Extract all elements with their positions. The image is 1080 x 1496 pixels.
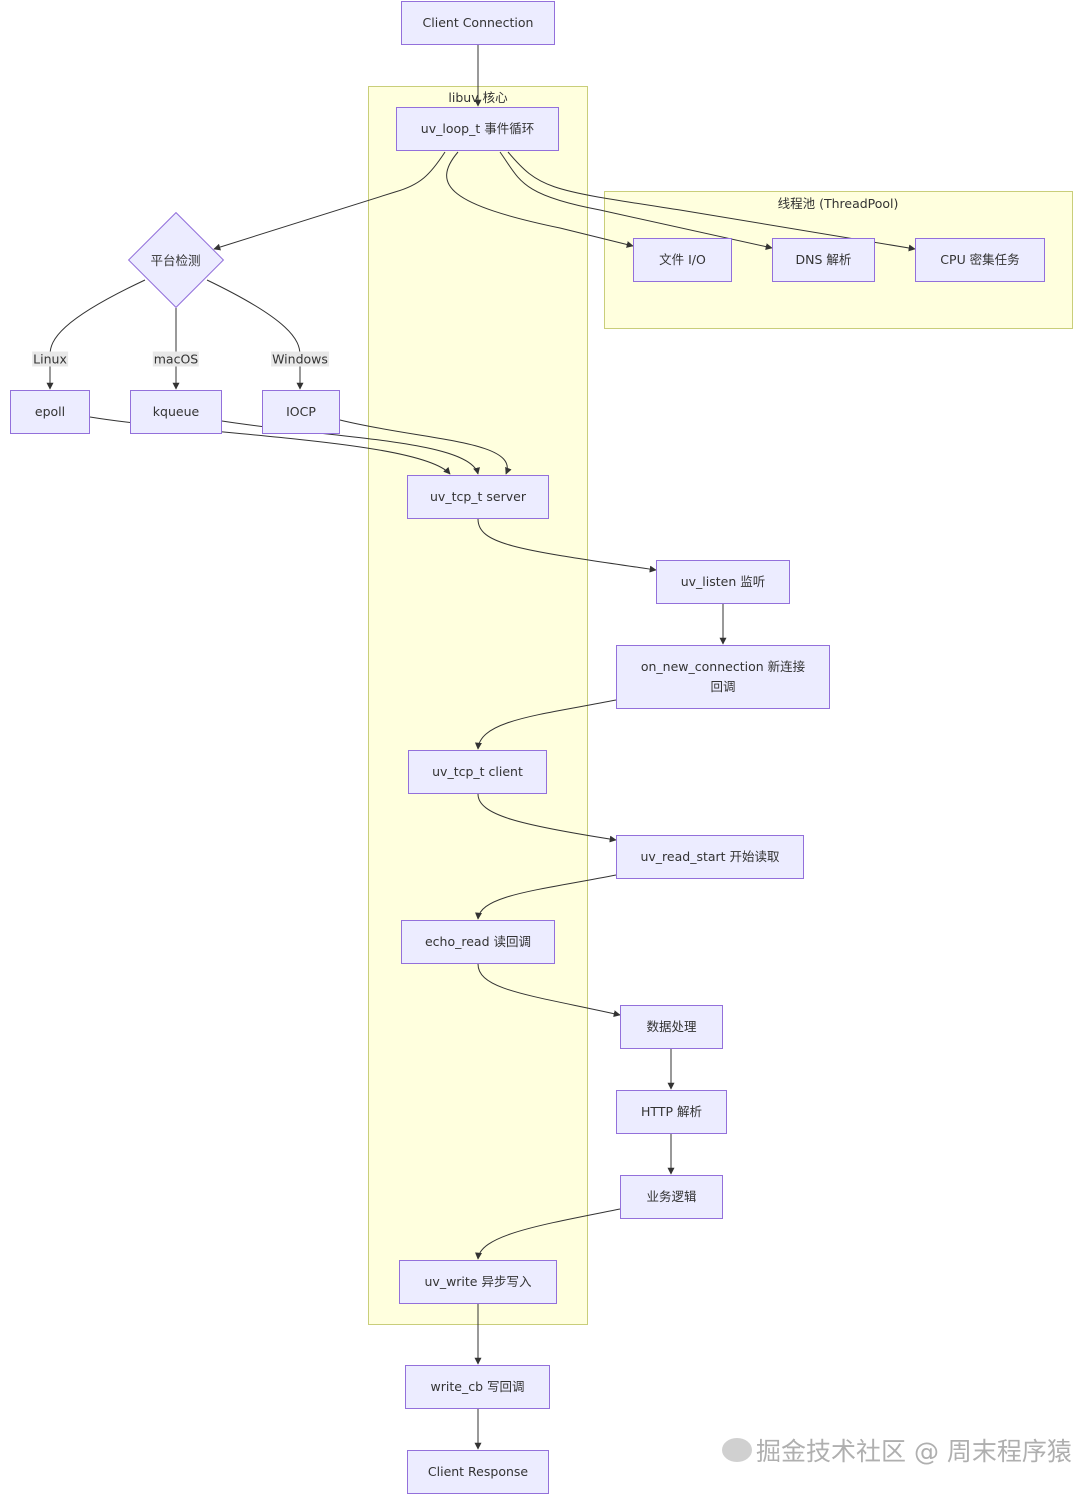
node-write-cb: write_cb 写回调 (405, 1365, 550, 1409)
node-echo-read: echo_read 读回调 (401, 920, 555, 964)
node-on-new-connection: on_new_connection 新连接回调 (616, 645, 830, 709)
edge-readstart-to-echoread (475, 874, 617, 920)
node-file-io: 文件 I/O (633, 238, 732, 282)
node-client-response: Client Response (407, 1450, 549, 1494)
edge-iocp-to-server (339, 419, 512, 475)
edge-label-windows: Windows (271, 351, 329, 367)
node-platform-detect: 平台检测 (127, 211, 224, 308)
node-uv-tcp-client: uv_tcp_t client (408, 750, 547, 794)
watermark: 掘金技术社区 @ 周末程序猿 (722, 1432, 1072, 1468)
edge-loop-to-platform (213, 151, 446, 251)
node-uv-listen: uv_listen 监听 (656, 560, 790, 604)
node-client-connection: Client Connection (401, 1, 555, 45)
node-uv-read-start: uv_read_start 开始读取 (616, 835, 804, 879)
edge-echoread-to-dataprocess (477, 963, 621, 1018)
cluster-libuv-core (368, 86, 588, 1325)
node-uv-loop: uv_loop_t 事件循环 (396, 107, 559, 151)
node-uv-tcp-server: uv_tcp_t server (407, 475, 549, 519)
edge-server-to-listen (477, 518, 657, 573)
edge-business-to-uvwrite (475, 1208, 621, 1260)
edge-newconn-to-client (474, 699, 617, 750)
cluster-threadpool-title: 线程池 (ThreadPool) (777, 196, 899, 211)
edge-client-to-readstart (477, 793, 617, 843)
node-data-process: 数据处理 (620, 1005, 723, 1049)
edge-label-linux: Linux (32, 351, 68, 367)
node-cpu-task: CPU 密集任务 (915, 238, 1045, 282)
node-epoll: epoll (10, 390, 90, 434)
node-kqueue: kqueue (130, 390, 222, 434)
edge-loop-to-fileio (446, 151, 634, 248)
watermark-text: 掘金技术社区 @ 周末程序猿 (756, 1437, 1072, 1466)
node-uv-write: uv_write 异步写入 (399, 1260, 557, 1304)
node-dns: DNS 解析 (772, 238, 875, 282)
edge-loop-to-cpu (507, 151, 916, 252)
node-http-parse: HTTP 解析 (616, 1090, 727, 1134)
node-iocp: IOCP (262, 390, 340, 434)
node-platform-detect-label: 平台检测 (150, 253, 201, 268)
node-business-logic: 业务逻辑 (620, 1175, 723, 1219)
wechat-icon (722, 1438, 752, 1462)
edge-label-macos: macOS (152, 351, 200, 367)
edge-loop-to-dns (499, 151, 773, 251)
